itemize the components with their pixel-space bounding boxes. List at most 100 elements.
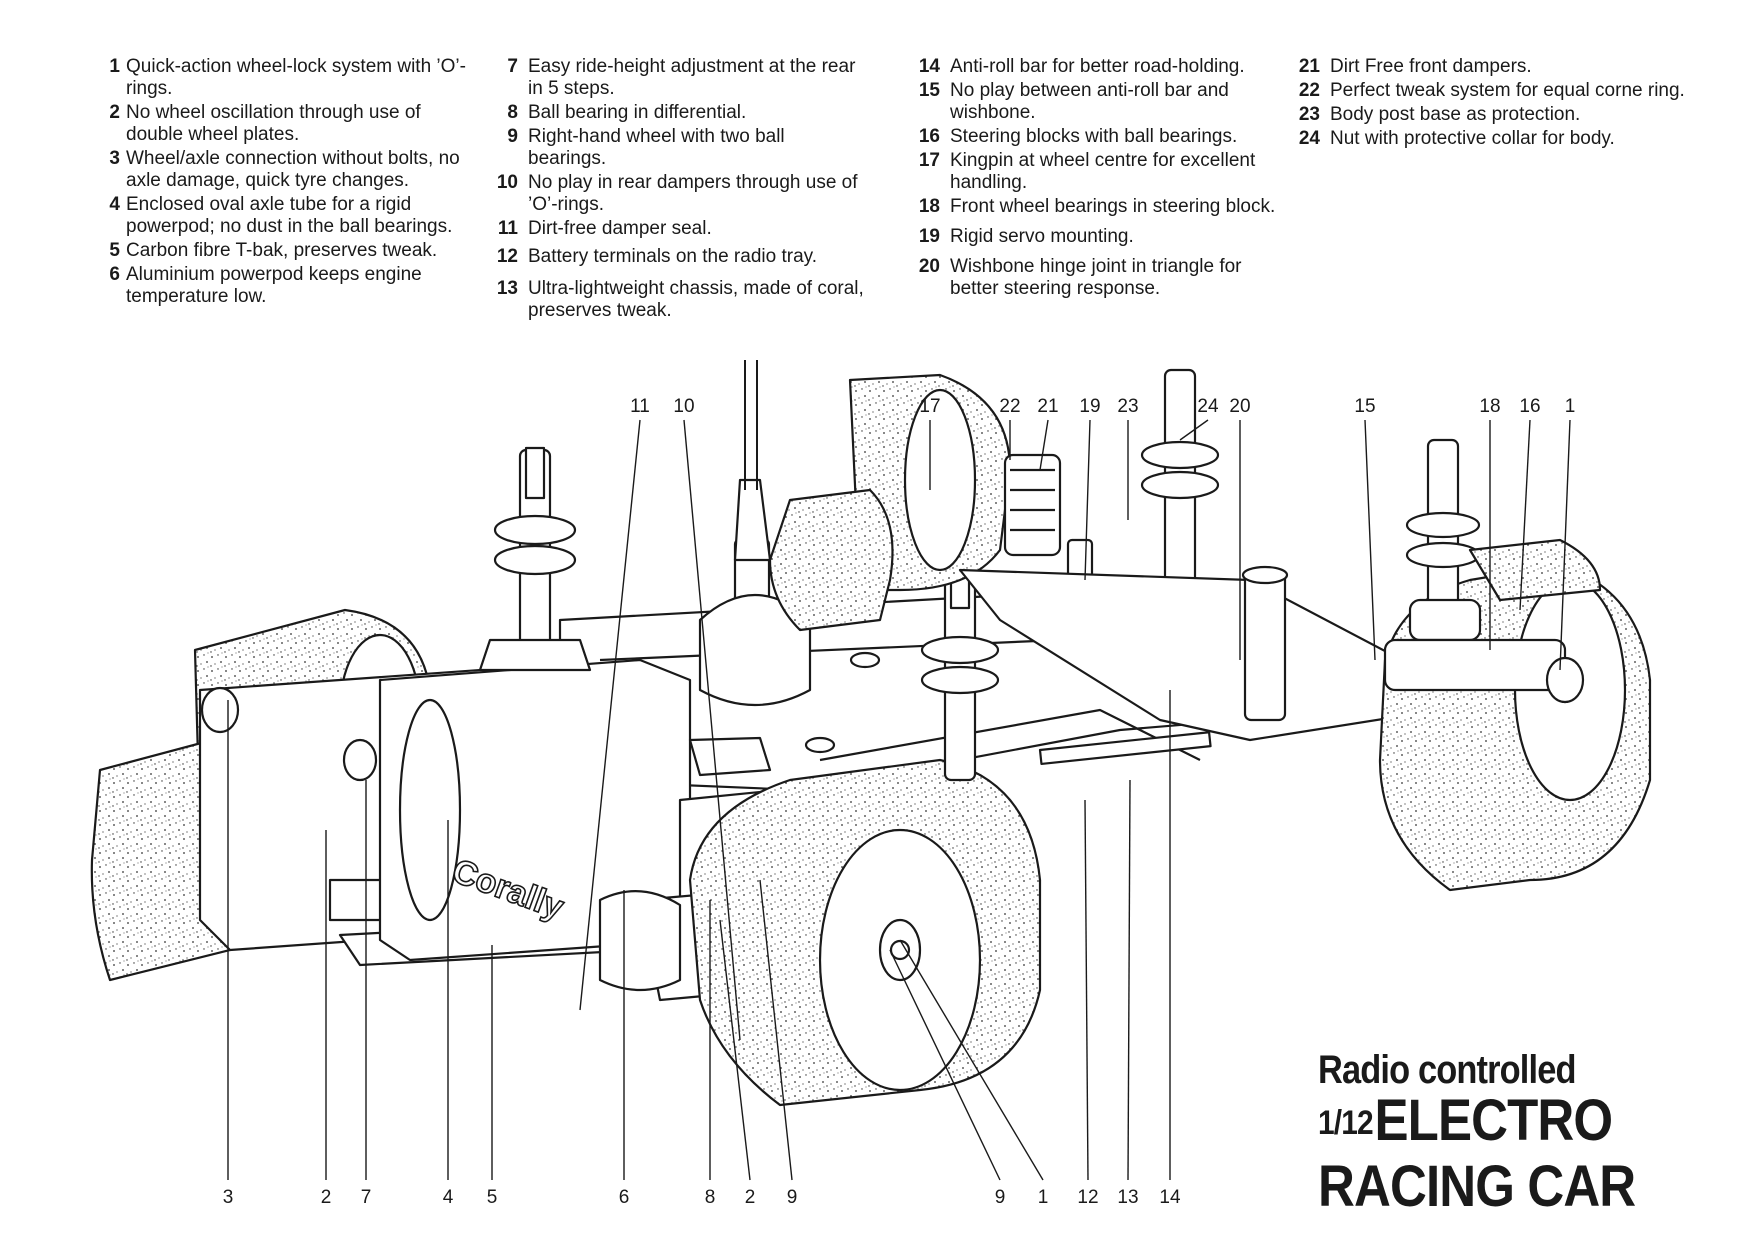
- callout-leader: [683, 419, 741, 1041]
- rear-damper-center: [698, 360, 812, 706]
- feature-number: 10: [496, 172, 518, 193]
- callout-top-7: 23: [1117, 396, 1138, 417]
- feature-text: Battery terminals on the radio tray.: [528, 246, 817, 267]
- callout-leader: [579, 419, 641, 1011]
- callout-leader: [1559, 419, 1571, 671]
- feature-list-1: 1 Quick-action wheel-lock system with ’O’…: [100, 56, 480, 310]
- feature-number: 19: [918, 226, 940, 247]
- callout-leader: [1179, 419, 1209, 441]
- feature-text: Perfect tweak system for equal corne rin…: [1330, 80, 1685, 101]
- feature-number: 22: [1298, 80, 1320, 101]
- title-line-1: Radio controlled: [1318, 1048, 1576, 1092]
- feature-number: 5: [109, 240, 120, 261]
- front-wishbone: [958, 565, 1442, 742]
- title-block: Radio controlled 1/12ELECTRO RACING CAR: [1318, 1048, 1679, 1216]
- feature-text: Ultra-lightweight chassis, made of coral…: [528, 278, 864, 321]
- callout-leader: [719, 919, 751, 1181]
- callout-bottom-5: 5: [487, 1187, 498, 1208]
- title-line-2: 1/12ELECTRO: [1318, 1088, 1613, 1153]
- feature-text: Right-hand wheel with two ball bearings.: [528, 126, 785, 169]
- callout-top-13: 1: [1565, 396, 1576, 417]
- callout-bottom-8: 2: [745, 1187, 756, 1208]
- callout-leader: [1127, 779, 1131, 1181]
- callout-leader: [1039, 419, 1049, 471]
- feature-item: 18 Front wheel bearings in steering block…: [918, 196, 1288, 218]
- callout-top-9: 20: [1229, 396, 1250, 417]
- feature-text: Front wheel bearings in steering block.: [950, 196, 1276, 217]
- feature-number: 11: [497, 218, 518, 239]
- title-line-3: RACING CAR: [1318, 1154, 1636, 1219]
- callout-bottom-13: 13: [1117, 1187, 1138, 1208]
- chassis-exploded-diagram: Corally 11101722211923242015181613274568…: [90, 360, 1652, 1208]
- feature-item: 14 Anti-roll bar for better road-holding.: [918, 56, 1288, 78]
- callout-bottom-6: 6: [619, 1187, 630, 1208]
- callout-leader: [899, 939, 1044, 1181]
- feature-number: 9: [507, 126, 518, 147]
- callout-top-6: 19: [1079, 396, 1100, 417]
- feature-list-2: 7 Easy ride-height adjustment at the rear…: [496, 56, 868, 324]
- callout-leader: [1084, 799, 1089, 1181]
- front-left-wheel: [1468, 538, 1602, 602]
- feature-number: 17: [918, 150, 940, 171]
- feature-text: Quick-action wheel-lock system with ’O’-…: [126, 56, 466, 99]
- feature-text: Kingpin at wheel centre for excellent ha…: [950, 150, 1256, 193]
- front-hub: [1383, 638, 1585, 704]
- feature-text: Wheel/axle connection without bolts, no …: [126, 148, 460, 191]
- feature-text: Steering blocks with ball bearings.: [950, 126, 1238, 147]
- feature-item: 22 Perfect tweak system for equal corne r…: [1298, 80, 1698, 102]
- feature-text: Ball bearing in differential.: [528, 102, 747, 123]
- feature-item: 7 Easy ride-height adjustment at the rear…: [496, 56, 868, 100]
- front-body-post-right: [1405, 438, 1482, 642]
- callout-bottom-2: 2: [321, 1187, 332, 1208]
- feature-number: 16: [918, 126, 940, 147]
- callout-top-8: 24: [1197, 396, 1219, 417]
- feature-text: No play in rear dampers through use of ’…: [528, 172, 858, 215]
- callout-bottom-7: 8: [705, 1187, 716, 1208]
- callout-top-1: 11: [630, 396, 650, 417]
- callout-bottom-9: 9: [787, 1187, 798, 1208]
- feature-text: Aluminium powerpod keeps engine temperat…: [126, 264, 422, 307]
- feature-item: 17 Kingpin at wheel centre for excellent …: [918, 150, 1288, 194]
- feature-number: 7: [507, 56, 518, 77]
- feature-item: 16 Steering blocks with ball bearings.: [918, 126, 1288, 148]
- callout-bottom-3: 7: [361, 1187, 372, 1208]
- callout-top-11: 18: [1479, 396, 1500, 417]
- feature-item: 24 Nut with protective collar for body.: [1298, 128, 1698, 150]
- feature-text: Nut with protective collar for body.: [1330, 128, 1615, 149]
- feature-item: 13 Ultra-lightweight chassis, made of cor…: [496, 278, 868, 322]
- feature-number: 14: [918, 56, 940, 77]
- feature-number: 23: [1298, 104, 1320, 125]
- callout-top-3: 17: [919, 396, 940, 417]
- feature-number: 3: [109, 148, 120, 169]
- feature-number: 24: [1298, 128, 1320, 149]
- callout-top-10: 15: [1354, 396, 1375, 417]
- feature-item: 3 Wheel/axle connection without bolts, no…: [100, 148, 480, 192]
- feature-text: Body post base as protection.: [1330, 104, 1581, 125]
- feature-number: 20: [918, 256, 940, 277]
- feature-number: 13: [496, 278, 518, 299]
- callout-leader: [889, 949, 1001, 1181]
- feature-item: 9 Right-hand wheel with two ball bearings…: [496, 126, 868, 170]
- callout-leader: [759, 879, 793, 1181]
- feature-number: 18: [918, 196, 940, 217]
- feature-list-3: 14 Anti-roll bar for better road-holding.…: [918, 56, 1288, 302]
- feature-text: Anti-roll bar for better road-holding.: [950, 56, 1245, 77]
- callout-top-12: 16: [1519, 396, 1540, 417]
- feature-item: 23 Body post base as protection.: [1298, 104, 1698, 126]
- feature-item: 10 No play in rear dampers through use of…: [496, 172, 868, 216]
- callout-bottom-14: 14: [1159, 1187, 1181, 1208]
- rear-right-wheel: [688, 758, 1042, 1107]
- callout-top-2: 10: [673, 396, 694, 417]
- callout-top-4: 22: [999, 396, 1020, 417]
- feature-number: 8: [507, 102, 518, 123]
- callout-bottom-4: 4: [443, 1187, 454, 1208]
- feature-number: 1: [109, 56, 120, 77]
- feature-text: Easy ride-height adjustment at the rear …: [528, 56, 856, 99]
